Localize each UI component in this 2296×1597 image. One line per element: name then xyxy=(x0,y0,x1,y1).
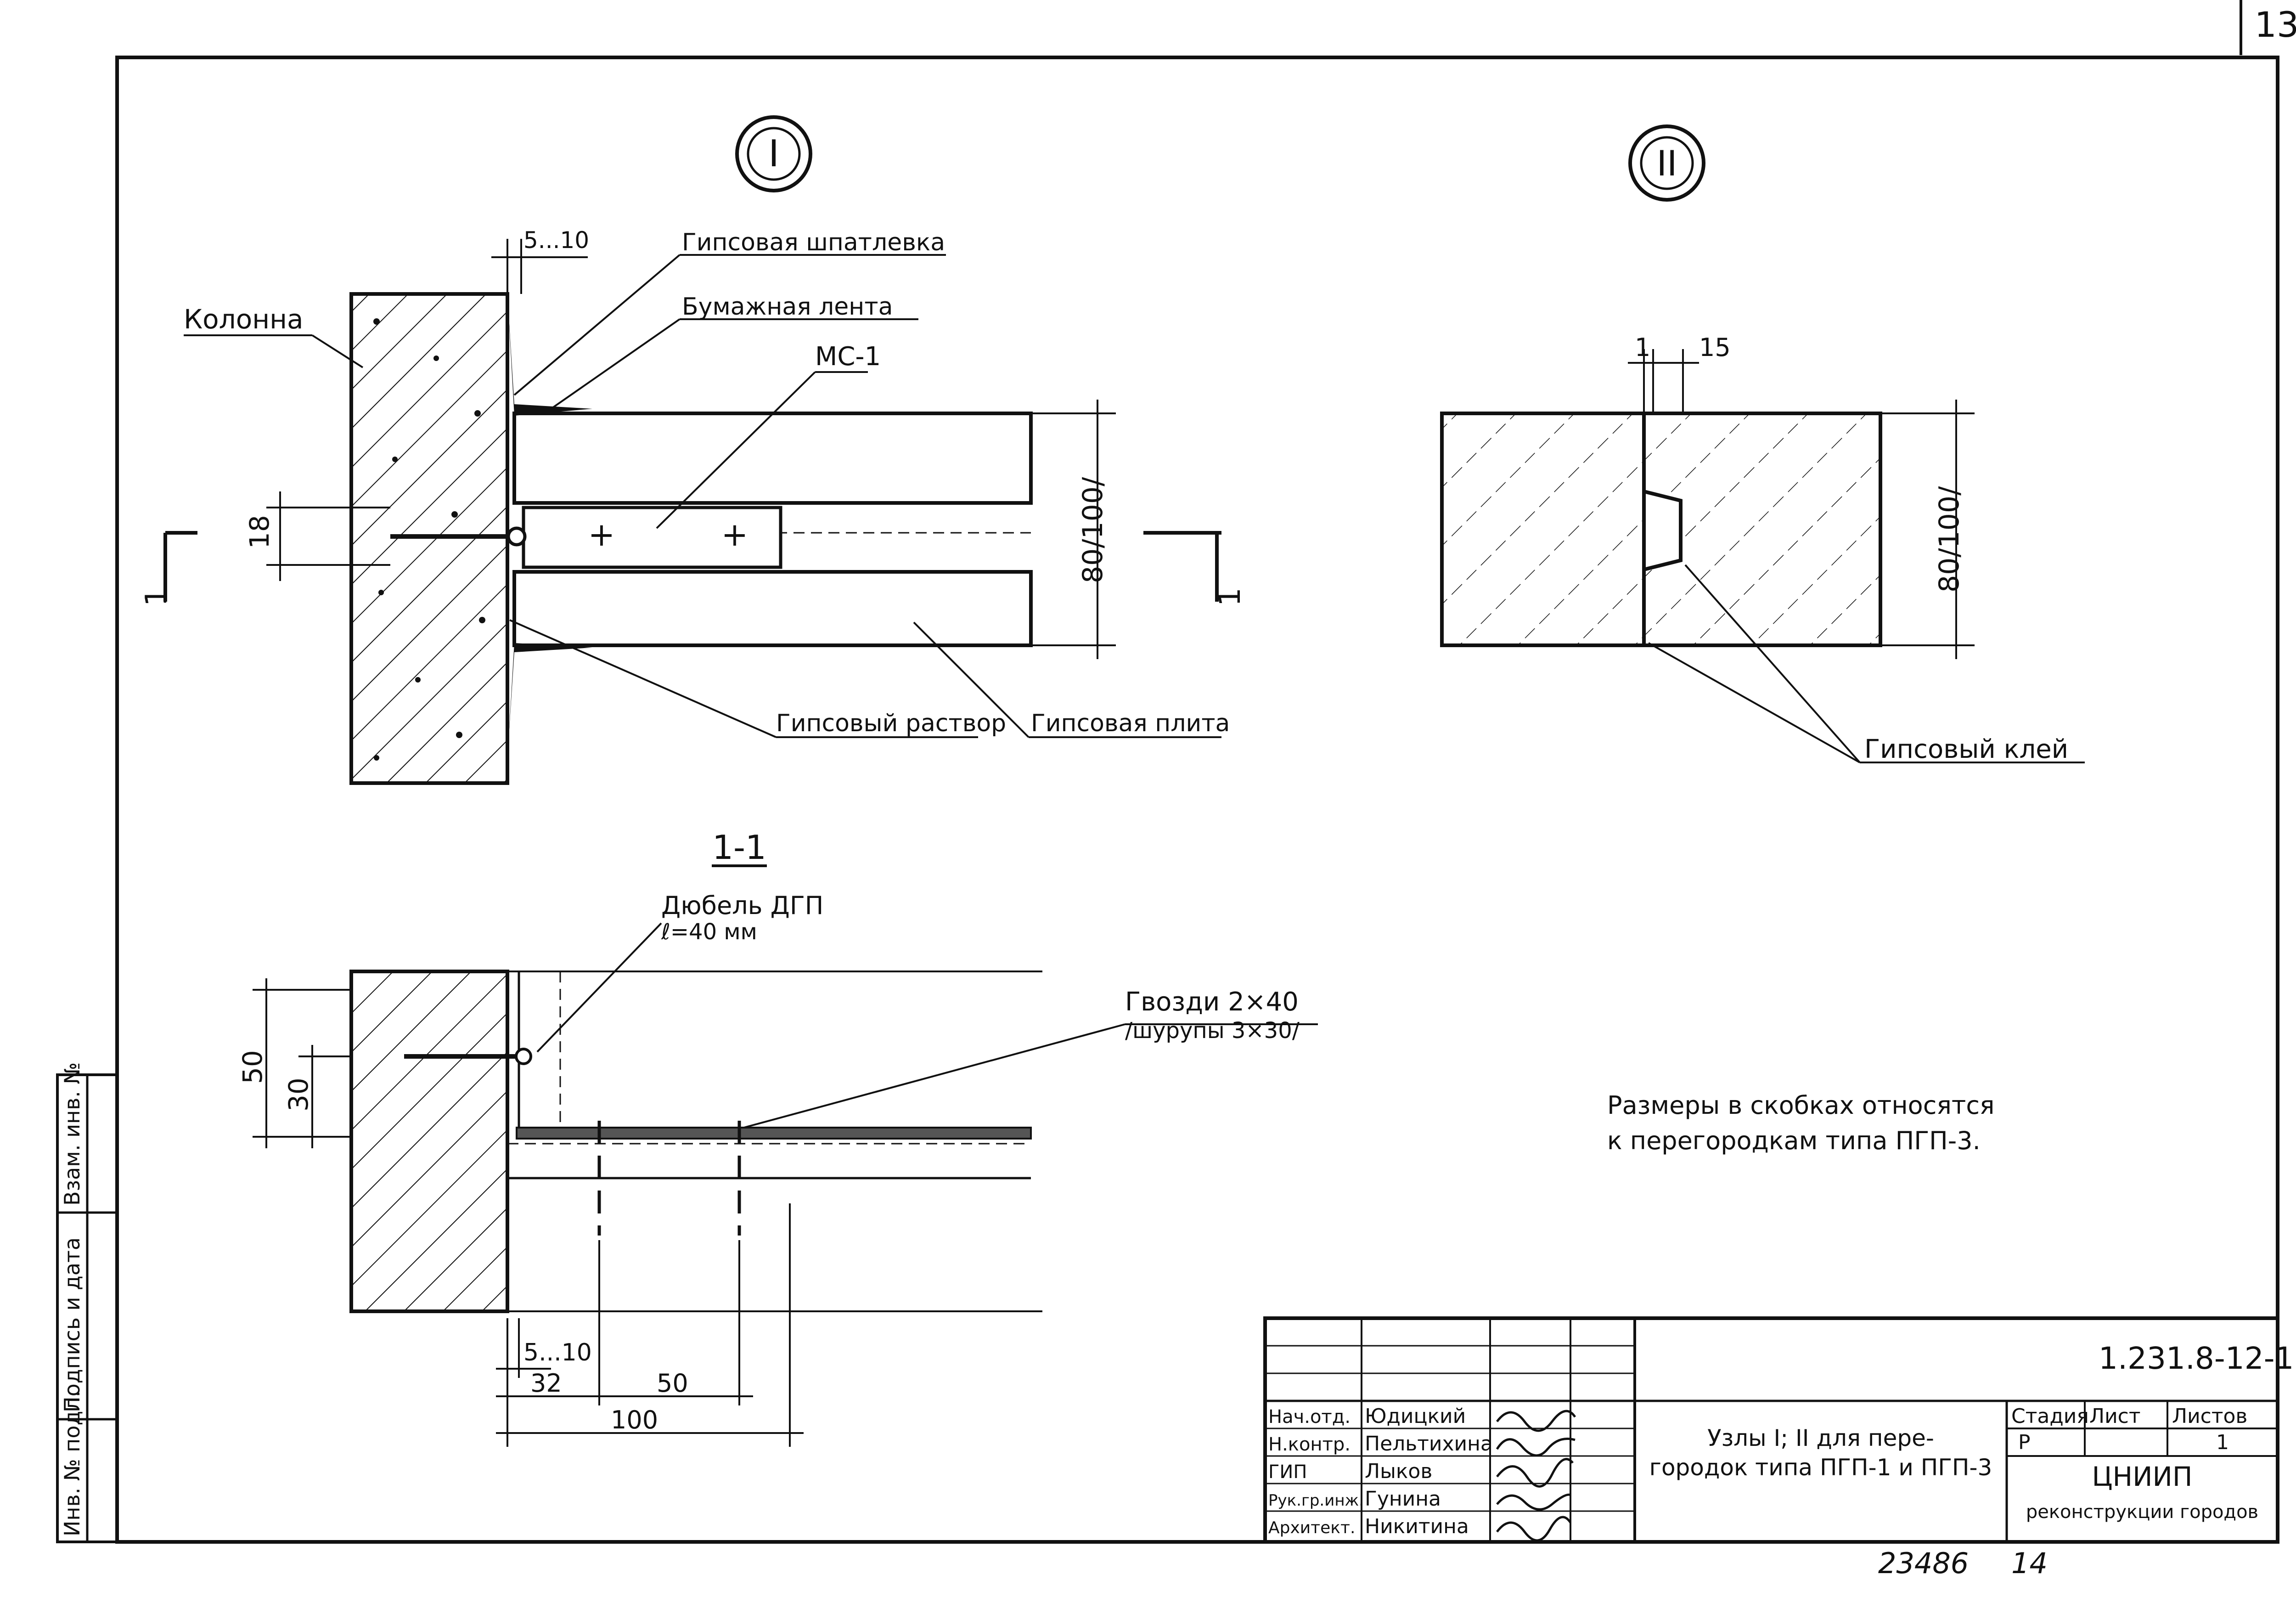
plate-cross-2: + xyxy=(721,516,748,553)
putty-upper xyxy=(507,294,592,416)
section-title: 1-1 xyxy=(712,828,766,867)
staff-name-3: Гунина xyxy=(1365,1487,1441,1511)
label-paper-tape: Бумажная лента xyxy=(682,293,893,321)
dimension-note: Размеры в скобках относятся к перегородк… xyxy=(1607,1091,1995,1155)
org-line-2: реконструкции городов xyxy=(2026,1501,2258,1523)
node-1: I + + 18 5...10 xyxy=(140,115,1247,785)
dim-thickness-node-2: 80/100/ xyxy=(1933,486,1965,593)
note-line-1: Размеры в скобках относятся xyxy=(1607,1091,1995,1120)
staff-name-2: Лыков xyxy=(1365,1460,1432,1483)
sheet-frame: 13 xyxy=(115,0,2296,1544)
label-dowel: Дюбель ДГП xyxy=(661,891,823,920)
label-gypsum-slab: Гипсовая плита xyxy=(1031,710,1230,737)
sign-date-label: Подпись и дата xyxy=(60,1237,84,1412)
signatures xyxy=(1496,1410,1576,1542)
staff-role-3: Рук.гр.инж. xyxy=(1268,1491,1364,1510)
staff-name-0: Юдицкий xyxy=(1365,1405,1466,1428)
archive-number: 23486 xyxy=(1878,1546,1969,1580)
metal-plate-section xyxy=(516,1127,1032,1140)
inv-podl-label: Инв. № подл. xyxy=(60,1391,84,1536)
node-2-marker-text: II xyxy=(1657,143,1677,184)
dim-1-node-2: 1 xyxy=(1635,333,1650,362)
mc1-plate xyxy=(522,506,782,569)
label-gypsum-putty: Гипсовая шпатлевка xyxy=(682,229,945,256)
org-line-1: ЦНИИП xyxy=(2092,1461,2192,1492)
bottom-numbers: 23486 14 xyxy=(1878,1546,2048,1580)
label-nails: Гвозди 2×40 xyxy=(1125,987,1299,1017)
title-block: 1.231.8-12-1.01 Узлы I; II для пере- гор… xyxy=(1263,1316,2296,1544)
sheets-header: Листов xyxy=(2172,1405,2247,1428)
section-1-1: 1-1 50 30 5...10 32 50 100 xyxy=(237,828,1318,1447)
dim-50-horizontal: 50 xyxy=(657,1369,688,1398)
label-gypsum-mortar: Гипсовый раствор xyxy=(776,710,1006,737)
left-margin-strip: Инв. № подл. Подпись и дата Взам. инв. № xyxy=(56,1062,118,1543)
glue-leaders xyxy=(1648,564,2085,763)
concrete-aggregate-dots xyxy=(373,318,485,761)
gypsum-slab-upper xyxy=(512,412,1033,505)
label-column: Колонна xyxy=(184,304,304,335)
sheets-value: 1 xyxy=(2216,1431,2229,1454)
label-screws: /шурупы 3×30/ xyxy=(1125,1018,1300,1044)
column-section-1-1 xyxy=(349,970,509,1313)
vzam-inv-label: Взам. инв. № xyxy=(60,1062,84,1206)
slab-right-node-2 xyxy=(1642,412,1882,647)
dim-18: 18 xyxy=(244,515,275,549)
staff-role-4: Архитект. xyxy=(1268,1518,1355,1537)
dim-100: 100 xyxy=(611,1405,658,1434)
sheet-header: Лист xyxy=(2089,1405,2141,1428)
node-1-marker-text: I xyxy=(768,132,779,175)
title-line-1: Узлы I; II для пере- xyxy=(1707,1425,1934,1451)
node-2-marker: II xyxy=(1628,124,1705,202)
section-cut-right: 1 xyxy=(1143,531,1247,606)
staff-role-1: Н.контр. xyxy=(1268,1434,1351,1455)
label-mc1: МС-1 xyxy=(815,342,881,372)
section-cut-left: 1 xyxy=(140,531,197,606)
dim-15-node-2: 15 xyxy=(1699,333,1731,362)
doc-code: 1.231.8-12-1.01 xyxy=(2099,1341,2296,1376)
dim-32: 32 xyxy=(530,1369,562,1398)
sheet-number: 13 xyxy=(2255,4,2296,45)
staff-role-0: Нач.отд. xyxy=(1268,1406,1351,1428)
dim-gap-node-1: 5...10 xyxy=(523,227,589,254)
staff-role-2: ГИП xyxy=(1268,1462,1307,1483)
section-leaders xyxy=(536,922,1318,1129)
node-2: II 1 15 80/100/ Гипсовый клей xyxy=(1440,124,2085,764)
stage-value: Р xyxy=(2018,1431,2031,1454)
plate-cross-1: + xyxy=(588,516,615,553)
slab-left-node-2 xyxy=(1440,412,1646,647)
svg-text:1: 1 xyxy=(1213,587,1247,606)
node-1-leaders xyxy=(184,254,1221,738)
staff-name-1: Пельтихина xyxy=(1365,1432,1493,1456)
dim-5-10-section: 5...10 xyxy=(523,1339,592,1366)
gypsum-slab-lower xyxy=(512,570,1033,647)
page-number: 14 xyxy=(2011,1546,2048,1580)
stage-header: Стадия xyxy=(2011,1405,2089,1428)
label-gypsum-glue: Гипсовый клей xyxy=(1864,734,2068,764)
svg-text:1: 1 xyxy=(140,587,174,606)
node-1-marker: I xyxy=(735,115,812,192)
dim-50-vertical: 50 xyxy=(237,1050,268,1084)
dim-30-vertical: 30 xyxy=(283,1078,314,1112)
staff-name-4: Никитина xyxy=(1365,1515,1469,1538)
title-line-2: городок типа ПГП-1 и ПГП-3 xyxy=(1649,1454,1992,1481)
note-line-2: к перегородкам типа ПГП-3. xyxy=(1607,1126,1981,1155)
dim-thickness-node-1: 80/100/ xyxy=(1077,477,1109,583)
putty-lower xyxy=(507,643,592,758)
label-dowel-length: ℓ=40 мм xyxy=(661,919,757,945)
